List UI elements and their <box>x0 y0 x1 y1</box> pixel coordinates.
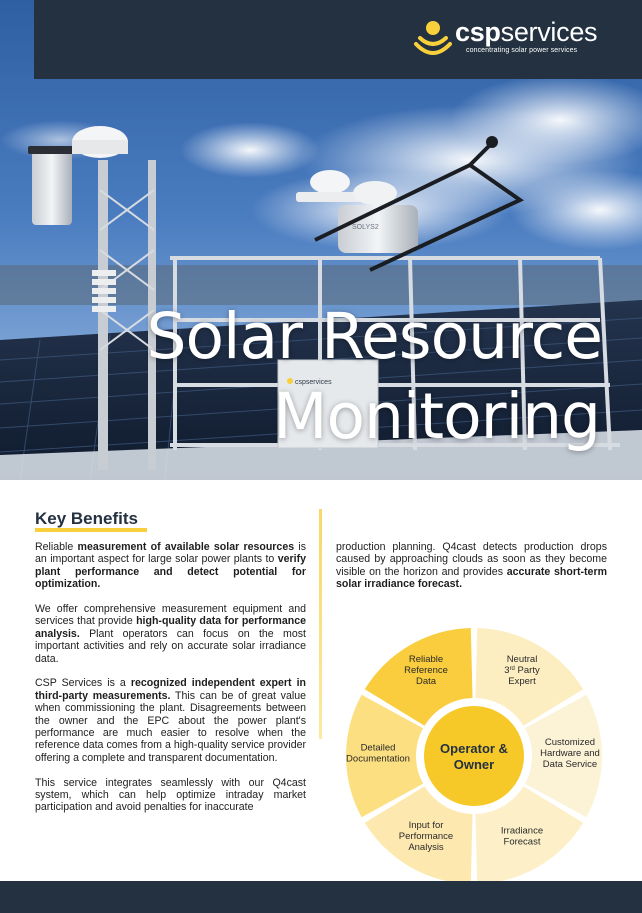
wheel-label-line: Reference <box>404 665 448 676</box>
text-run: accurate short-term solar irradiance for… <box>336 565 607 591</box>
wheel-label-line: Hardware and <box>540 748 600 759</box>
text-run: is an important aspect for large solar p… <box>35 541 306 566</box>
footer-bar <box>0 881 642 913</box>
wheel-label-line: Data <box>416 676 437 687</box>
wheel-label-line: 3rd Party <box>504 665 540 676</box>
key-benefits-heading: Key Benefits <box>35 509 138 528</box>
text-run: production planning. Q4cast detects prod… <box>336 541 607 578</box>
wheel-segment <box>364 786 473 884</box>
text-run: We offer comprehensive measurement equip… <box>35 603 306 628</box>
logo-tagline: concentrating solar power services <box>466 47 578 54</box>
paragraph-1: Reliable measurement of available solar … <box>35 541 306 591</box>
wheel-center-label: Operator &Owner <box>440 741 508 772</box>
wheel-label-line: Detailed <box>361 743 396 754</box>
hero-section: SOLYS2 cspservices <box>0 0 642 480</box>
right-column: production planning. Q4cast detects prod… <box>336 541 607 591</box>
wheel-center <box>420 702 528 810</box>
text-run: verify plant performance and detect pote… <box>35 553 306 591</box>
heading-underline <box>35 528 147 532</box>
company-logo: cspservices concentrating solar power se… <box>414 15 614 65</box>
wheel-label-line: Input for <box>409 820 444 831</box>
logo-wordmark-rest: services <box>500 17 598 47</box>
column-divider <box>319 509 322 739</box>
wheel-label-line: Analysis <box>408 842 444 853</box>
text-run: recognized independent expert in third-p… <box>35 677 307 702</box>
wheel-center-line: Operator & <box>440 741 508 756</box>
wheel-label-line: Forecast <box>504 837 541 848</box>
logo-wordmark-bold: csp <box>455 17 501 47</box>
wheel-label-line: Data Service <box>543 759 597 770</box>
wheel-label-line: Performance <box>399 831 453 842</box>
paragraph-4-continued: production planning. Q4cast detects prod… <box>336 541 607 591</box>
hero-title-line1: Solar Resource <box>146 300 604 373</box>
wheel-label-line: Customized <box>545 737 595 748</box>
paragraph-2: We offer comprehensive measurement equip… <box>35 603 306 665</box>
text-run: Reliable <box>35 541 78 553</box>
paragraph-3: CSP Services is a recognized independent… <box>35 677 306 764</box>
text-run: high-quality data for performance analys… <box>35 615 306 640</box>
wheel-segment <box>346 694 424 818</box>
header-bar: cspservices concentrating solar power se… <box>34 0 642 79</box>
hero-photo: SOLYS2 cspservices <box>0 0 642 480</box>
wheel-segment <box>475 628 584 726</box>
wheel-label-line: Expert <box>508 676 536 687</box>
text-run: Plant operators can focus on the most im… <box>35 627 306 665</box>
wheel-segment <box>364 628 473 726</box>
wheel-segment <box>475 786 584 884</box>
wheel-label-line: Documentation <box>346 754 410 765</box>
wheel-label-line: Neutral <box>507 654 538 665</box>
wheel-segment <box>524 694 602 818</box>
text-run: This can be of great value when commissi… <box>35 689 306 764</box>
hero-title-line2: Monitoring <box>273 380 601 453</box>
paragraph-4: This service integrates seamlessly with … <box>35 777 306 814</box>
logo-wordmark: cspservices <box>455 17 598 47</box>
wheel-center-line: Owner <box>454 757 494 772</box>
signal-logo-icon <box>414 21 452 55</box>
sensor-label: SOLYS2 <box>352 224 379 231</box>
wheel-label-line: Irradiance <box>501 826 543 837</box>
text-run: CSP Services is a <box>35 677 131 690</box>
text-run: This service integrates seamlessly with … <box>35 776 306 814</box>
left-column: Reliable measurement of available solar … <box>35 541 306 826</box>
wheel-label-line: Reliable <box>409 654 443 665</box>
text-run: measurement of available solar resources <box>77 541 295 553</box>
cabinet-label: cspservices <box>295 379 332 386</box>
